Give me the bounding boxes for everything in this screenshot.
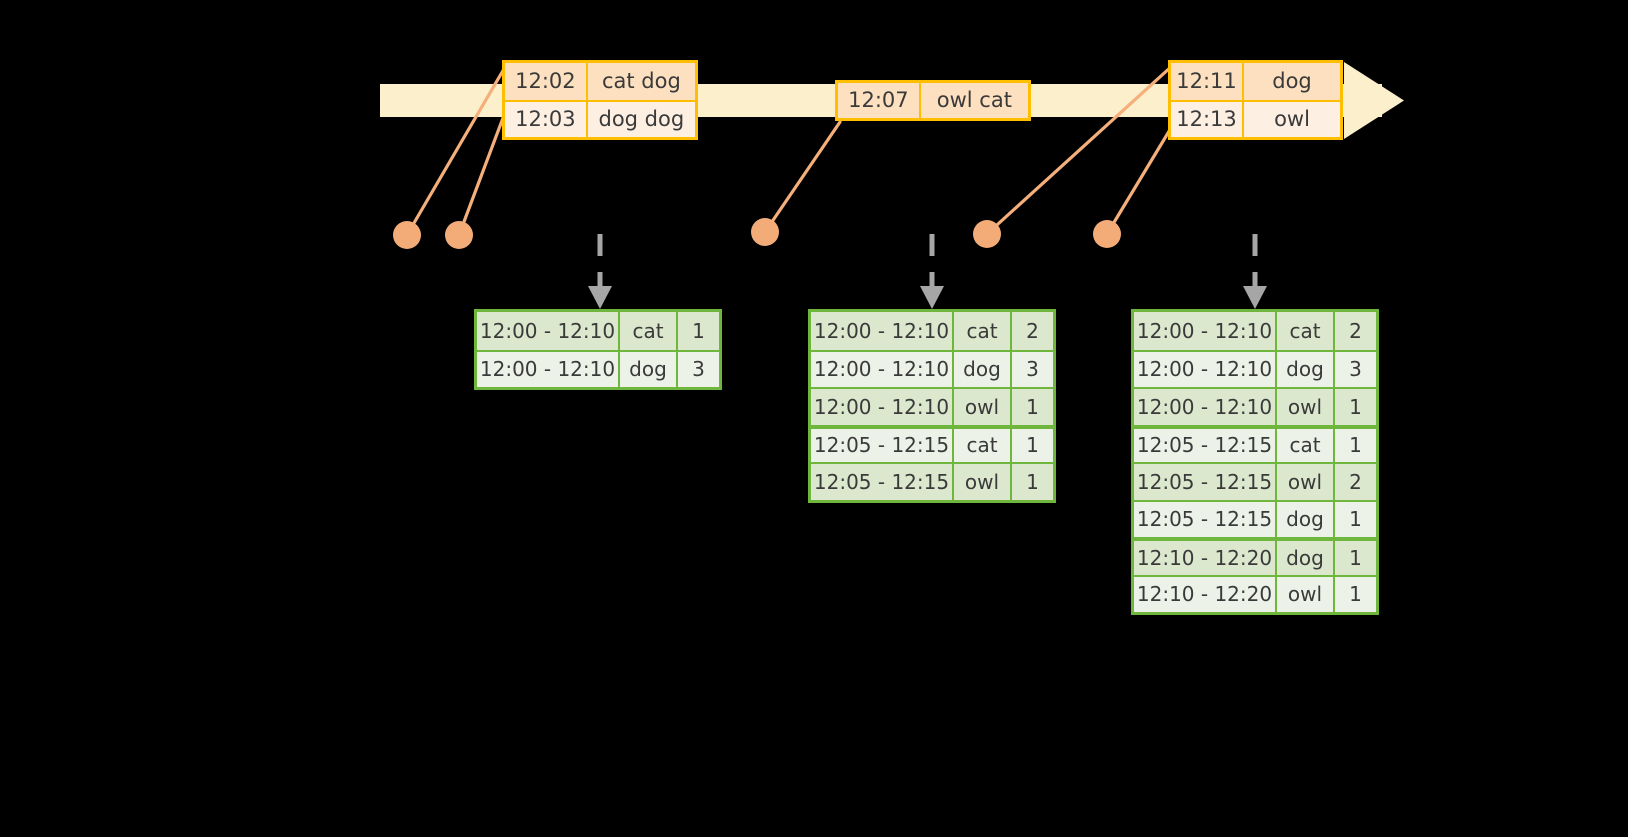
event-time: 12:07 (838, 83, 921, 118)
event-group-1[interactable]: 12:02 cat dog 12:03 dog dog (502, 60, 698, 140)
table-row[interactable]: 12:05 - 12:15 cat 1 (1134, 424, 1376, 462)
window-cell: 12:00 - 12:10 (1134, 312, 1277, 350)
table-row[interactable]: 12:05 - 12:15 owl 2 (1134, 462, 1376, 500)
emit-arrow-3 (1243, 234, 1267, 309)
event-words: dog (1244, 63, 1340, 100)
event-group-2[interactable]: 12:07 owl cat (835, 80, 1031, 121)
count-cell: 2 (1335, 464, 1376, 500)
key-cell: dog (1277, 541, 1335, 575)
connector-dots (393, 218, 1121, 249)
window-cell: 12:00 - 12:10 (811, 312, 954, 350)
count-cell: 2 (1335, 312, 1376, 350)
event-row[interactable]: 12:07 owl cat (838, 83, 1028, 118)
window-cell: 12:00 - 12:10 (477, 312, 620, 350)
event-words: owl cat (920, 83, 1028, 118)
window-cell: 12:05 - 12:15 (811, 464, 954, 500)
event-row[interactable]: 12:11 dog (1171, 63, 1340, 100)
event-time: 12:13 (1171, 102, 1244, 137)
result-table-2[interactable]: 12:00 - 12:10 cat 2 12:00 - 12:10 dog 3 … (808, 309, 1056, 503)
key-cell: owl (1277, 576, 1335, 612)
event-row[interactable]: 12:02 cat dog (505, 63, 695, 100)
event-row[interactable]: 12:13 owl (1171, 100, 1340, 137)
emit-arrow-1 (588, 234, 612, 309)
table-row[interactable]: 12:10 - 12:20 owl 1 (1134, 574, 1376, 612)
window-cell: 12:05 - 12:15 (811, 428, 954, 462)
count-cell: 1 (1012, 464, 1053, 500)
count-cell: 1 (1335, 428, 1376, 462)
table-row[interactable]: 12:00 - 12:10 cat 2 (811, 312, 1053, 350)
table-row[interactable]: 12:05 - 12:15 owl 1 (811, 462, 1053, 500)
event-words: cat dog (587, 63, 695, 100)
table-row[interactable]: 12:10 - 12:20 dog 1 (1134, 537, 1376, 575)
key-cell: cat (620, 312, 678, 350)
connector-line-3 (763, 120, 842, 234)
key-cell: dog (1277, 351, 1335, 387)
table-row[interactable]: 12:00 - 12:10 cat 1 (477, 312, 719, 350)
key-cell: owl (1277, 389, 1335, 425)
count-cell: 1 (678, 312, 719, 350)
key-cell: dog (954, 351, 1012, 387)
key-cell: cat (954, 312, 1012, 350)
event-time: 12:02 (505, 63, 588, 100)
window-cell: 12:00 - 12:10 (811, 351, 954, 387)
dot-2 (445, 221, 473, 249)
table-row[interactable]: 12:05 - 12:15 cat 1 (811, 424, 1053, 462)
dot-3 (751, 218, 779, 246)
table-row[interactable]: 12:00 - 12:10 owl 1 (1134, 387, 1376, 425)
count-cell: 2 (1012, 312, 1053, 350)
count-cell: 3 (1012, 351, 1053, 387)
result-table-1[interactable]: 12:00 - 12:10 cat 1 12:00 - 12:10 dog 3 (474, 309, 722, 390)
count-cell: 1 (1012, 389, 1053, 425)
dot-1 (393, 221, 421, 249)
event-words: dog dog (587, 102, 695, 137)
dot-4 (973, 220, 1001, 248)
key-cell: cat (954, 428, 1012, 462)
window-cell: 12:00 - 12:10 (477, 351, 620, 387)
window-cell: 12:00 - 12:10 (811, 389, 954, 425)
table-row[interactable]: 12:00 - 12:10 cat 2 (1134, 312, 1376, 350)
key-cell: owl (1277, 464, 1335, 500)
key-cell: owl (954, 389, 1012, 425)
window-cell: 12:00 - 12:10 (1134, 351, 1277, 387)
count-cell: 1 (1335, 501, 1376, 537)
table-row[interactable]: 12:00 - 12:10 dog 3 (477, 349, 719, 387)
key-cell: cat (1277, 312, 1335, 350)
window-cell: 12:10 - 12:20 (1134, 576, 1277, 612)
count-cell: 1 (1335, 389, 1376, 425)
window-cell: 12:05 - 12:15 (1134, 464, 1277, 500)
emit-arrow-2 (920, 234, 944, 309)
window-cell: 12:05 - 12:15 (1134, 501, 1277, 537)
emit-arrows (588, 234, 1267, 309)
count-cell: 1 (1335, 576, 1376, 612)
connector-line-1 (405, 60, 510, 237)
table-row[interactable]: 12:00 - 12:10 dog 3 (811, 349, 1053, 387)
event-time: 12:03 (505, 102, 588, 137)
table-row[interactable]: 12:00 - 12:10 owl 1 (811, 387, 1053, 425)
event-group-3[interactable]: 12:11 dog 12:13 owl (1168, 60, 1343, 140)
result-table-3[interactable]: 12:00 - 12:10 cat 2 12:00 - 12:10 dog 3 … (1131, 309, 1379, 615)
event-time: 12:11 (1171, 63, 1244, 100)
key-cell: owl (954, 464, 1012, 500)
connector-line-2 (457, 108, 508, 237)
count-cell: 1 (1012, 428, 1053, 462)
count-cell: 1 (1335, 541, 1376, 575)
table-row[interactable]: 12:00 - 12:10 dog 3 (1134, 349, 1376, 387)
connector-line-5 (1105, 126, 1173, 236)
event-words: owl (1244, 102, 1340, 137)
count-cell: 3 (1335, 351, 1376, 387)
window-cell: 12:05 - 12:15 (1134, 428, 1277, 462)
dot-5 (1093, 220, 1121, 248)
window-cell: 12:00 - 12:10 (1134, 389, 1277, 425)
key-cell: cat (1277, 428, 1335, 462)
event-row[interactable]: 12:03 dog dog (505, 100, 695, 137)
window-cell: 12:10 - 12:20 (1134, 541, 1277, 575)
key-cell: dog (1277, 501, 1335, 537)
table-row[interactable]: 12:05 - 12:15 dog 1 (1134, 499, 1376, 537)
key-cell: dog (620, 351, 678, 387)
count-cell: 3 (678, 351, 719, 387)
